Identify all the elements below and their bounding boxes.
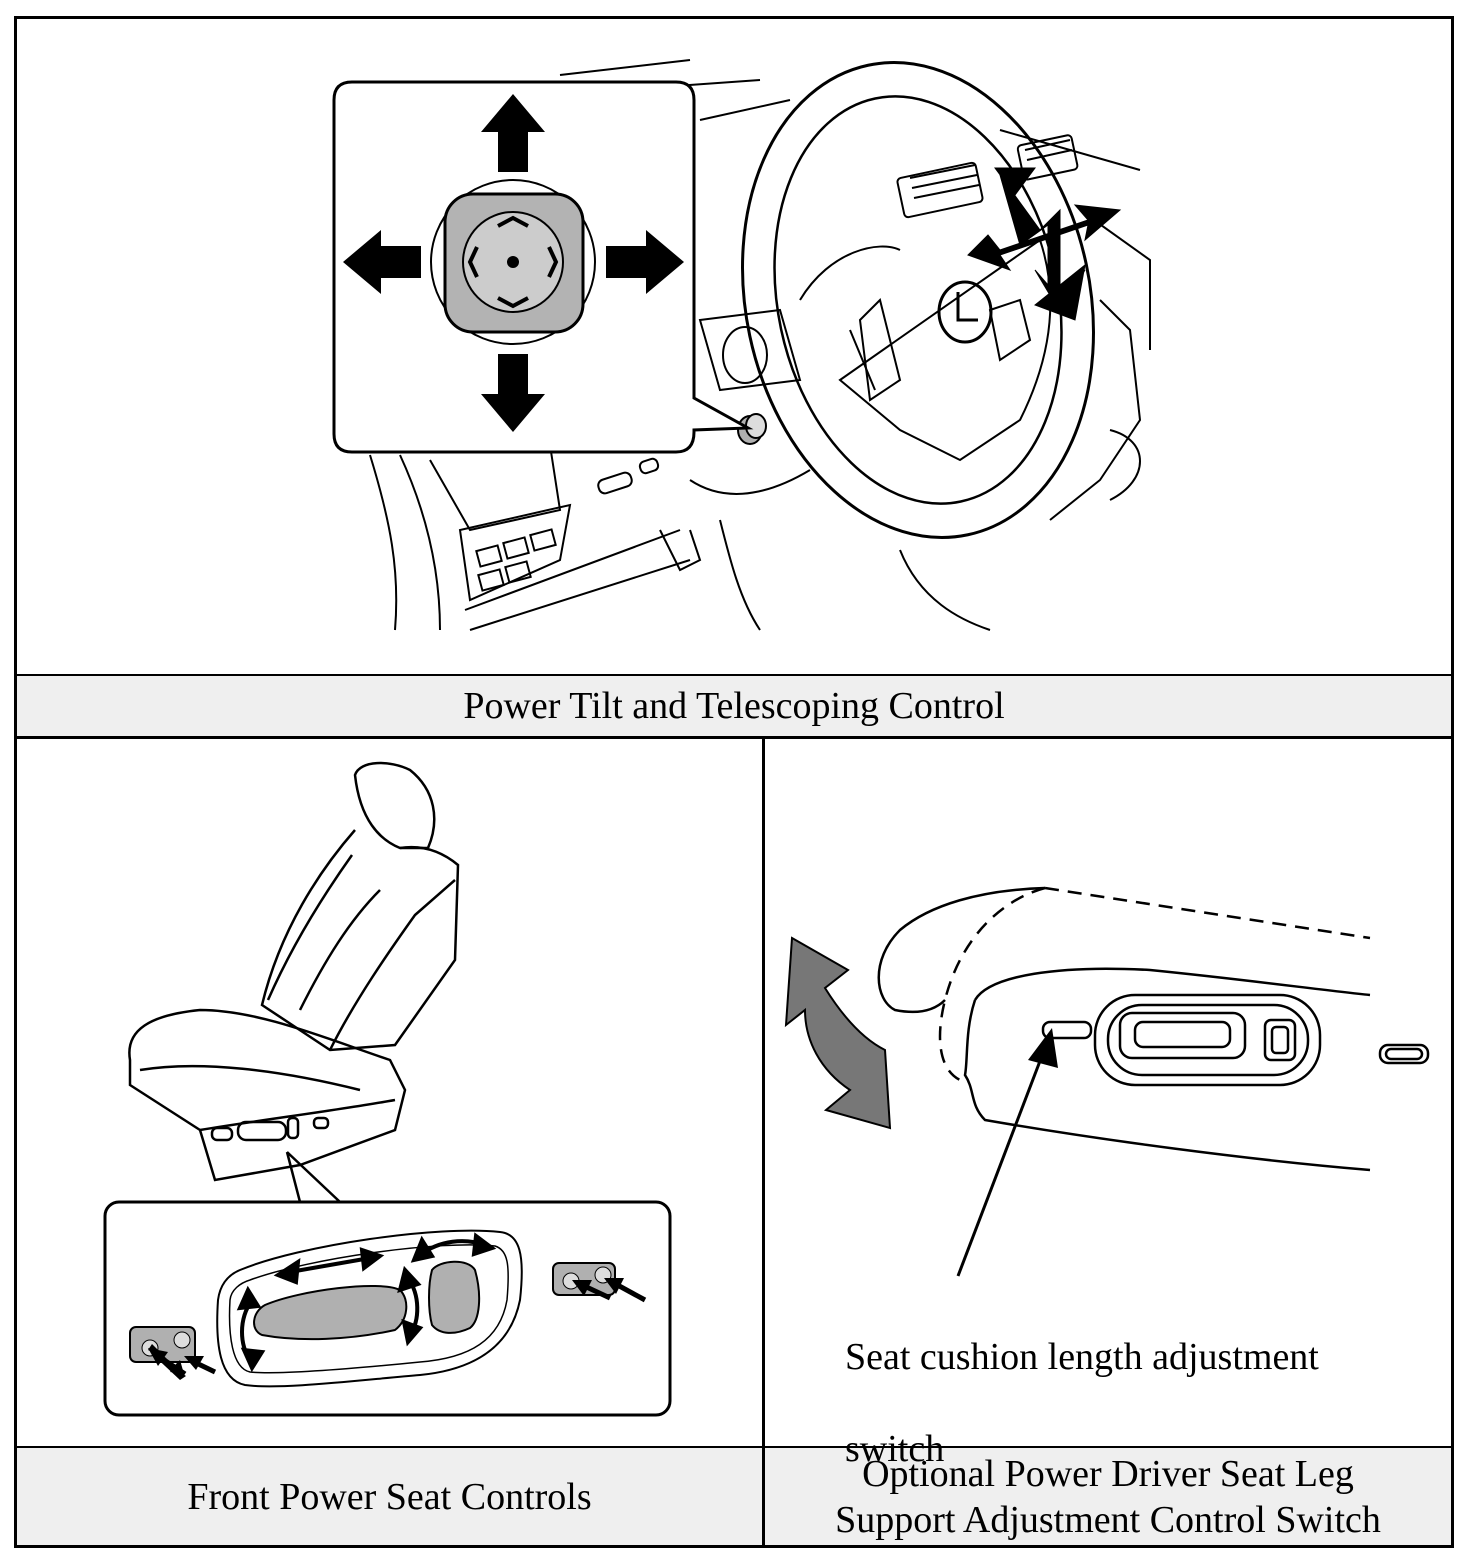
caption-leg-support-line1: Optional Power Driver Seat Leg xyxy=(862,1452,1354,1495)
joystick-direction-arrows xyxy=(343,94,684,432)
seat-switch-housing xyxy=(216,1229,523,1388)
seat-side-button-left xyxy=(129,1326,196,1363)
joystick-knob xyxy=(737,413,767,445)
seat-side-button-right xyxy=(552,1262,616,1296)
caption-front-seat: Front Power Seat Controls xyxy=(17,1448,762,1545)
caption-front-seat-text: Front Power Seat Controls xyxy=(187,1475,592,1518)
caption-power-tilt-text: Power Tilt and Telescoping Control xyxy=(463,685,1005,727)
divider-bottom-caption xyxy=(14,1446,1454,1448)
frame-bottom xyxy=(14,1545,1454,1548)
divider-vertical xyxy=(762,736,765,1548)
divider-top-caption xyxy=(14,674,1454,676)
caption-leg-support: Optional Power Driver Seat Leg Support A… xyxy=(765,1448,1451,1545)
seat-switch-callout-box xyxy=(103,1200,672,1417)
leg-support-direction-arrow xyxy=(784,936,892,1130)
press-arrows xyxy=(148,1278,647,1380)
seat-icon xyxy=(128,761,460,1203)
cushion-length-label: Seat cushion length adjustment switch xyxy=(845,1288,1405,1518)
lexus-logo-icon xyxy=(937,280,993,344)
frame-right xyxy=(1451,16,1454,1548)
seat-recline-switch xyxy=(428,1260,481,1334)
cushion-length-label-line2: switch xyxy=(845,1428,945,1470)
seat-slide-switch xyxy=(253,1285,408,1341)
cushion-length-label-line1: Seat cushion length adjustment xyxy=(845,1336,1319,1378)
joystick-icon xyxy=(430,179,596,345)
caption-power-tilt: Power Tilt and Telescoping Control xyxy=(17,676,1451,736)
cushion-length-switch xyxy=(1041,1020,1093,1040)
frame-left xyxy=(14,16,17,1548)
frame-top xyxy=(14,16,1454,19)
wheel-adjust-arrows xyxy=(967,167,1122,321)
divider-middle xyxy=(14,736,1454,739)
callout-arrowhead xyxy=(1028,1028,1058,1068)
caption-leg-support-line2: Support Adjustment Control Switch xyxy=(835,1498,1381,1541)
seat-switch-arrows xyxy=(236,1232,497,1373)
steering-illustration xyxy=(332,59,1151,631)
